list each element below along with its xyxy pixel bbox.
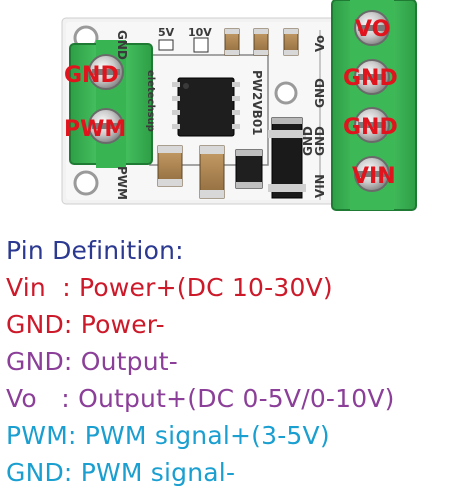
pin-definition-section: Pin Definition: Vin : Power+(DC 10-30V) … [6,232,472,491]
silk-gnd-right-1: GND [313,78,327,108]
silk-vin: VIN [313,174,327,198]
pin-row-vin: Vin : Power+(DC 10-30V) [6,273,333,302]
overlay-label-gnd-right-1: GND [343,66,398,91]
pin-definition-heading: Pin Definition: [6,236,184,265]
silk-pwm-left: PWM [115,166,129,200]
board-silkscreen: GND PWM 5V 10V Vo GND GND VIN GND PW2VB0… [115,26,327,200]
silk-brand: eletechsup [145,70,156,132]
board-photo: GND PWM 5V 10V Vo GND GND VIN GND PW2VB0… [0,0,474,225]
soic8-ic [172,77,240,137]
pin-row-gnd-pwm: GND: PWM signal- [6,458,236,487]
mount-hole-center [274,81,298,105]
pin-row-pwm: PWM: PWM signal+(3-5V) [6,421,330,450]
overlay-label-gnd-left: GND [64,63,119,88]
silk-gnd-left: GND [115,30,129,60]
overlay-label-gnd-right-2: GND [343,115,398,140]
right-terminal-block [331,0,417,211]
smd-diode [235,149,263,189]
silk-gnd-inner: GND [301,126,315,156]
left-terminal-block [69,40,153,168]
silk-10v: 10V [188,26,212,39]
pin-row-gnd-output: GND: Output- [6,347,178,376]
mount-hole-bottom-left [73,170,99,196]
overlay-labels: GND PWM VO GND GND VIN [64,17,398,189]
overlay-label-pwm-left: PWM [64,117,126,142]
overlay-label-vo: VO [355,17,390,42]
pin-row-vo: Vo : Output+(DC 0-5V/0-10V) [6,384,395,413]
silk-model: PW2VB01 [250,70,264,136]
board-illustration: GND PWM 5V 10V Vo GND GND VIN GND PW2VB0… [61,0,417,211]
overlay-label-vin: VIN [352,164,396,189]
components [157,28,306,199]
silk-5v: 5V [158,26,175,39]
silk-gnd-right-2: GND [313,126,327,156]
smd-pad-5v [158,39,174,51]
silk-vo: Vo [313,35,327,52]
pin-row-gnd-power: GND: Power- [6,310,165,339]
